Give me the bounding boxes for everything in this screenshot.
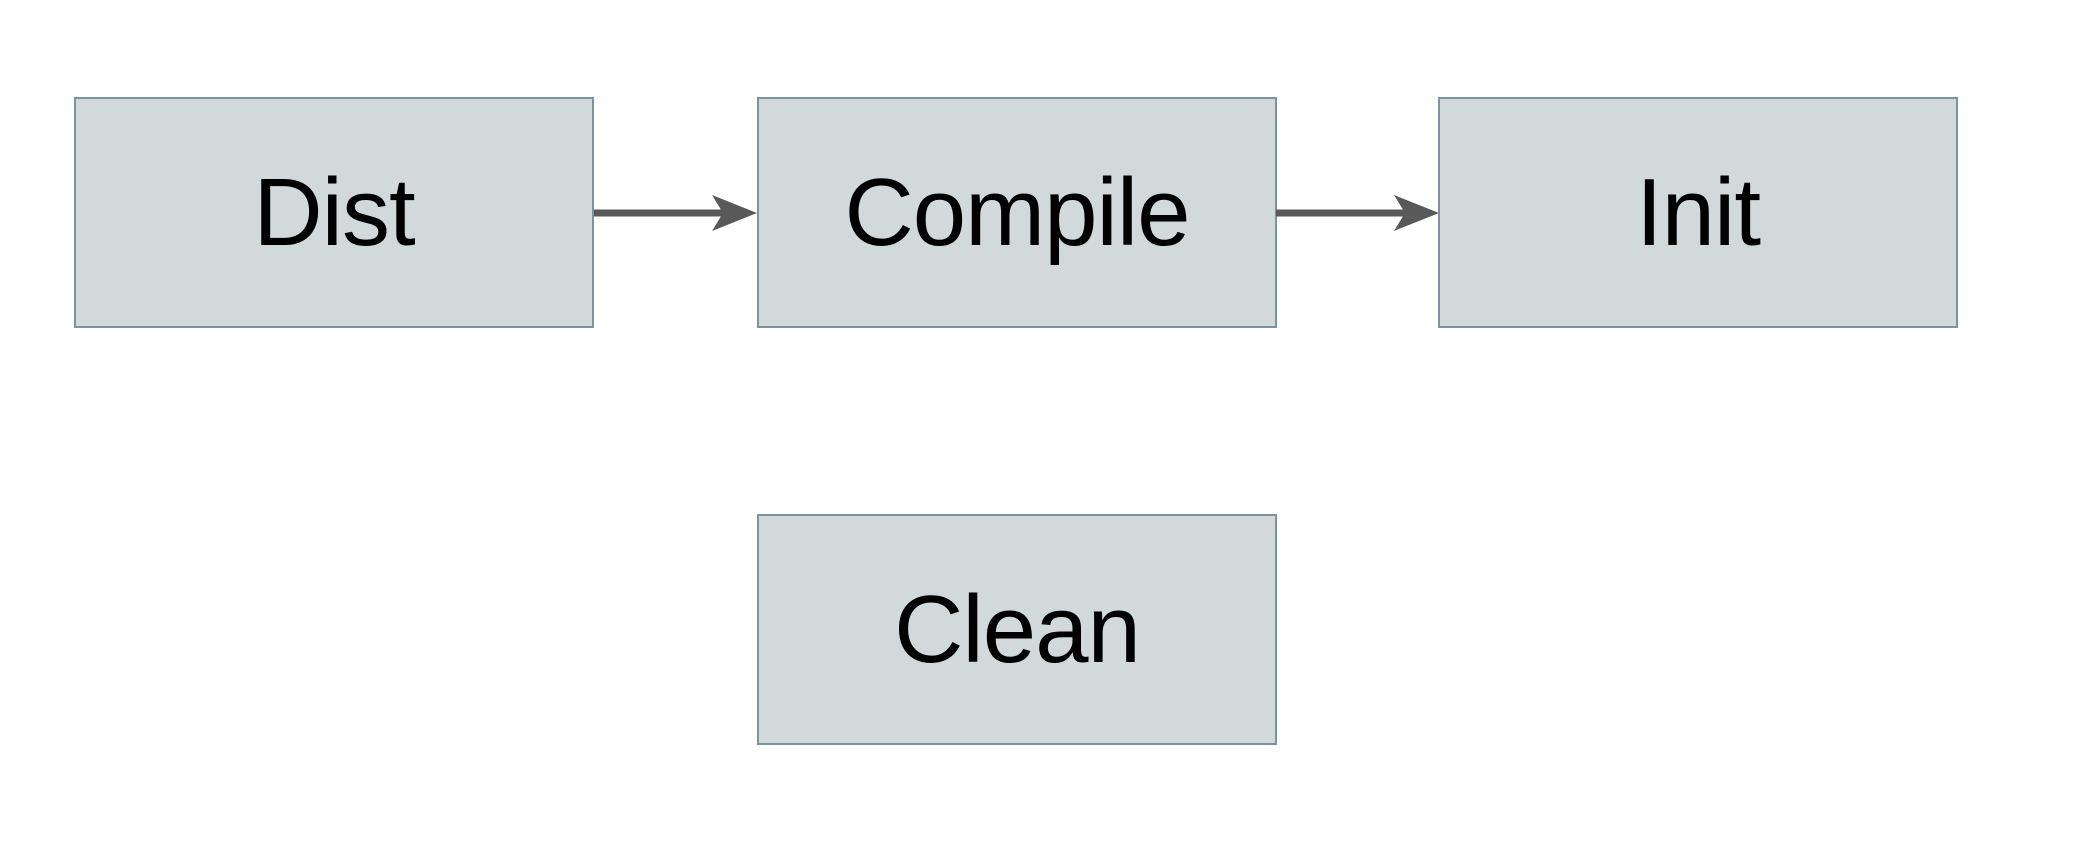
node-init-label: Init: [1635, 158, 1761, 266]
arrow-dist-to-compile: [594, 195, 757, 231]
arrowhead-icon: [1394, 195, 1439, 231]
node-init: Init: [1438, 97, 1958, 328]
node-clean-label: Clean: [894, 575, 1141, 683]
node-compile-label: Compile: [844, 158, 1190, 266]
arrow-compile-to-init: [1276, 195, 1439, 231]
node-clean: Clean: [757, 514, 1277, 745]
node-compile: Compile: [757, 97, 1277, 328]
arrow-shaft: [594, 209, 724, 217]
node-dist: Dist: [74, 97, 594, 328]
arrowhead-icon: [712, 195, 757, 231]
arrow-shaft: [1276, 209, 1406, 217]
node-dist-label: Dist: [253, 158, 415, 266]
